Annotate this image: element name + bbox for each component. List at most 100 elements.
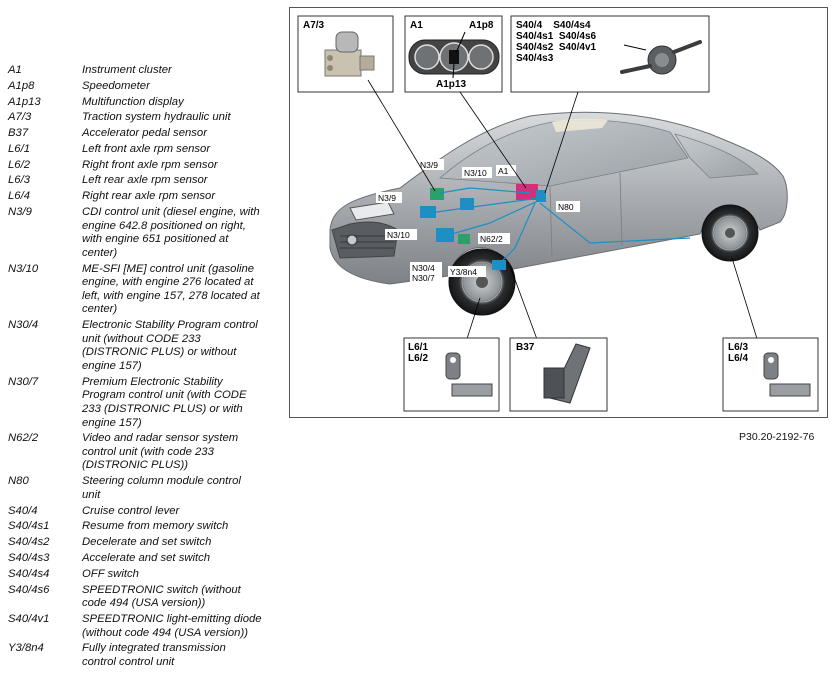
legend-item: S40/4v1 SPEEDTRONIC light-emitting diode …	[8, 613, 278, 640]
label-n3-10-a: N3/10	[464, 168, 487, 178]
legend-description: Instrument cluster	[82, 64, 172, 76]
legend-description: ME-SFI [ME] control unit (gasoline engin…	[82, 262, 260, 316]
legend-description: CDI control unit (diesel engine, with en…	[82, 206, 260, 259]
box-a7-3-title: A7/3	[303, 20, 325, 31]
s40-line-3: S40/4s2 S40/4v1	[516, 42, 597, 53]
legend-description: Speedometer	[82, 79, 150, 92]
legend-code: N80	[8, 475, 29, 488]
legend-description: Cruise control lever	[82, 504, 180, 517]
a1p8-tag: A1p8	[469, 20, 494, 31]
legend-item: S40/4s1 Resume from memory switch	[8, 520, 278, 534]
legend-item: N62/2 Video and radar sensor system contr…	[8, 432, 278, 473]
legend-code: N30/4	[8, 319, 39, 332]
b37-title: B37	[516, 342, 535, 353]
legend-item: A1p13 Multifunction display	[8, 96, 278, 110]
label-n30-4: N30/4	[412, 263, 435, 273]
legend-description: Traction system hydraulic unit	[82, 111, 231, 124]
box-a7-3: A7/3	[297, 15, 394, 93]
legend-code: L6/1	[8, 142, 30, 155]
legend-code: L6/2	[8, 158, 30, 171]
label-n3-9-a: N3/9	[420, 160, 438, 170]
l63-line-2: L6/4	[728, 353, 748, 364]
legend-description: Multifunction display	[82, 95, 184, 108]
l61-line-2: L6/2	[408, 353, 428, 364]
label-n3-9-b: N3/9	[378, 193, 396, 203]
legend-code: S40/4s4	[8, 567, 50, 580]
legend-code: A1	[8, 64, 22, 76]
legend-description: Decelerate and set switch	[82, 536, 212, 549]
legend-code: N3/10	[8, 262, 39, 275]
legend-item: L6/3 Left rear axle rpm sensor	[8, 174, 278, 188]
legend-description: OFF switch	[82, 567, 139, 580]
legend-item: N30/4 Electronic Stability Program contro…	[8, 319, 278, 373]
legend-code: B37	[8, 127, 29, 140]
legend-description: Left rear axle rpm sensor	[82, 174, 208, 187]
l61-line-1: L6/1	[408, 342, 428, 353]
legend-code: A7/3	[8, 111, 32, 124]
legend-code: Y3/8n4	[8, 642, 44, 655]
box-l6-1: L6/1 L6/2	[403, 337, 500, 412]
box-a1-title: A1	[410, 20, 423, 31]
legend-item: L6/4 Right rear axle rpm sensor	[8, 190, 278, 204]
l63-line-1: L6/3	[728, 342, 748, 353]
legend-code: S40/4	[8, 504, 38, 517]
legend-description: Left front axle rpm sensor	[82, 142, 211, 155]
leader-lines	[367, 79, 759, 343]
legend-item: Y3/8n4 Fully integrated transmission cont…	[8, 642, 278, 669]
legend-description: Right front axle rpm sensor	[82, 158, 218, 171]
legend-description: Premium Electronic Stability Program con…	[82, 375, 247, 429]
legend-code: N3/9	[8, 206, 32, 219]
s40-line-4: S40/4s3	[516, 53, 554, 64]
legend-code: N62/2	[8, 432, 39, 445]
legend-item: S40/4s3 Accelerate and set switch	[8, 552, 278, 566]
legend-code: L6/4	[8, 190, 30, 203]
box-a1: A1 A1p8 A1p13	[404, 15, 503, 93]
instrument-cluster-image	[408, 31, 500, 79]
label-y3-8n4: Y3/8n4	[450, 267, 477, 277]
front-rpm-sensor-image	[445, 352, 493, 397]
legend-description: Electronic Stability Program control uni…	[82, 319, 258, 372]
a1p13-tag: A1p13	[436, 79, 466, 90]
s40-line-1: S40/4 S40/4s4	[516, 20, 591, 31]
legend-code: S40/4s3	[8, 551, 50, 564]
legend-item: S40/4 Cruise control lever	[8, 505, 278, 519]
legend-description: Accelerator pedal sensor	[82, 127, 207, 140]
legend-item: A7/3 Traction system hydraulic unit	[8, 111, 278, 125]
label-n3-10-b: N3/10	[387, 230, 410, 240]
legend-code: L6/3	[8, 174, 30, 187]
car-labels: N3/9 N3/10 N3/9 A1 N80 N3/10 N62/2 N30/4…	[376, 159, 580, 283]
s40-line-2: S40/4s1 S40/4s6	[516, 31, 597, 42]
legend-item: L6/2 Right front axle rpm sensor	[8, 159, 278, 173]
legend-code: S40/4s6	[8, 583, 50, 596]
label-n62-2: N62/2	[480, 234, 503, 244]
legend-item: N80 Steering column module control unit	[8, 475, 278, 502]
legend-description: Accelerate and set switch	[82, 551, 211, 564]
legend-item: L6/1 Left front axle rpm sensor	[8, 143, 278, 157]
label-n80: N80	[558, 202, 574, 212]
legend-description: SPEEDTRONIC light-emitting diode (withou…	[82, 612, 262, 639]
diagram-svg: A7/3 A1 A1p8 A1p13 S40/4 S40/4s4 S40/4s1…	[297, 15, 819, 412]
rear-rpm-sensor-image	[763, 352, 811, 397]
box-b37: B37	[509, 337, 608, 412]
car-components	[420, 184, 691, 270]
legend-description: Steering column module control unit	[82, 475, 241, 501]
legend-code: S40/4s1	[8, 520, 50, 533]
legend-code: S40/4s2	[8, 536, 50, 549]
label-n30-7: N30/7	[412, 273, 435, 283]
legend-description: Right rear axle rpm sensor	[82, 190, 216, 203]
box-s40-4: S40/4 S40/4s4 S40/4s1 S40/4s6 S40/4s2 S4…	[510, 15, 710, 93]
legend-item: N3/10 ME-SFI [ME] control unit (gasoline …	[8, 263, 278, 317]
cruise-control-lever-image	[620, 40, 702, 75]
legend-code: S40/4v1	[8, 612, 50, 625]
accelerator-pedal-image	[543, 343, 591, 404]
legend-description: Fully integrated transmission control co…	[82, 642, 226, 668]
legend-code: A1p13	[8, 95, 41, 108]
legend-item: A1 Instrument cluster	[8, 64, 278, 78]
legend-description: Resume from memory switch	[82, 520, 229, 533]
car-illustration	[329, 111, 788, 316]
legend-description: Video and radar sensor system control un…	[82, 432, 239, 472]
